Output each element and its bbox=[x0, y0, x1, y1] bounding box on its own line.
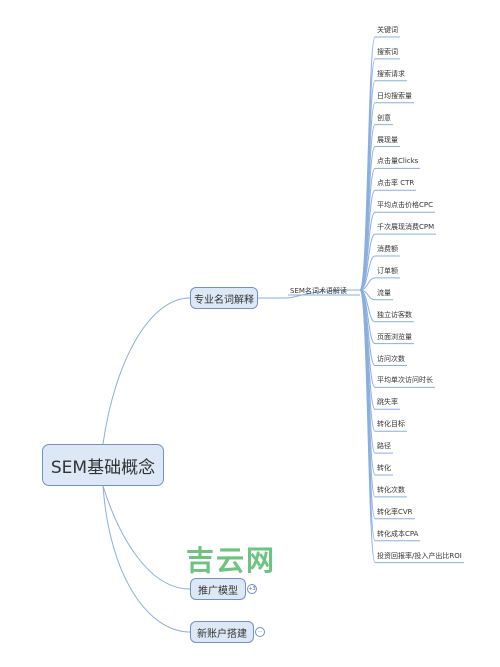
leaf-topic[interactable]: 转化目标 bbox=[377, 420, 405, 429]
branch-new-account-setup[interactable]: 新账户搭建 bbox=[190, 621, 254, 643]
leaf-topic[interactable]: 转化 bbox=[377, 464, 391, 472]
leaf-topic[interactable]: 页面浏览量 bbox=[377, 332, 412, 341]
leaf-topic[interactable]: 转化率CVR bbox=[377, 507, 413, 516]
leaf-topic[interactable]: 平均单次访问时长 bbox=[377, 376, 433, 385]
leaf-topic[interactable]: 日均搜索量 bbox=[377, 91, 412, 100]
expand-badge-promotion-model[interactable]: +3 bbox=[247, 584, 257, 594]
connector-line bbox=[359, 277, 376, 291]
leaf-topic[interactable]: 流量 bbox=[377, 288, 391, 297]
leaf-topic[interactable]: 消费额 bbox=[377, 245, 398, 253]
connector-line bbox=[359, 289, 376, 564]
root-topic[interactable]: SEM基础概念 bbox=[42, 444, 164, 486]
leaf-topic[interactable]: 点击量Clicks bbox=[377, 157, 419, 166]
leaf-topic[interactable]: 搜索请求 bbox=[377, 69, 405, 78]
leaf-topic[interactable]: 创意 bbox=[377, 113, 391, 122]
branch-promotion-model[interactable]: 推广模型 bbox=[190, 578, 246, 600]
leaf-topic[interactable]: 千次展现消费CPM bbox=[377, 223, 435, 232]
leaf-topic[interactable]: 搜索词 bbox=[377, 47, 398, 56]
leaf-topic[interactable]: 转化成本CPA bbox=[377, 529, 419, 538]
expand-badge-new-account[interactable]: ··· bbox=[255, 627, 265, 637]
leaf-topic[interactable]: 展现量 bbox=[377, 135, 398, 144]
connector-line bbox=[359, 255, 376, 291]
leaf-topic[interactable]: 订单额 bbox=[377, 266, 398, 275]
leaf-topic[interactable]: 跳失率 bbox=[377, 398, 398, 407]
leaf-topic[interactable]: 独立访客数 bbox=[377, 310, 412, 319]
connector-line bbox=[359, 233, 376, 291]
leaf-topic[interactable]: 路径 bbox=[377, 442, 391, 451]
sub-branch-sem-terms[interactable]: SEM名词术语解读 bbox=[290, 287, 347, 295]
leaf-topic[interactable]: 点击率 CTR bbox=[377, 179, 415, 188]
connector-line bbox=[102, 485, 191, 590]
connector-line bbox=[102, 485, 191, 633]
leaf-topic[interactable]: 转化次数 bbox=[377, 485, 405, 494]
branch-terminology[interactable]: 专业名词解释 bbox=[190, 287, 258, 309]
leaf-topic[interactable]: 访问次数 bbox=[377, 354, 405, 363]
connector-line bbox=[102, 297, 191, 445]
connector-line bbox=[285, 289, 361, 299]
watermark: 吉云网 bbox=[186, 544, 277, 577]
leaf-topic[interactable]: 投资回报率/投入产出比ROI bbox=[377, 551, 462, 560]
leaf-topic[interactable]: 关键词 bbox=[377, 26, 398, 34]
leaf-topic[interactable]: 平均点击价格CPC bbox=[377, 201, 433, 210]
